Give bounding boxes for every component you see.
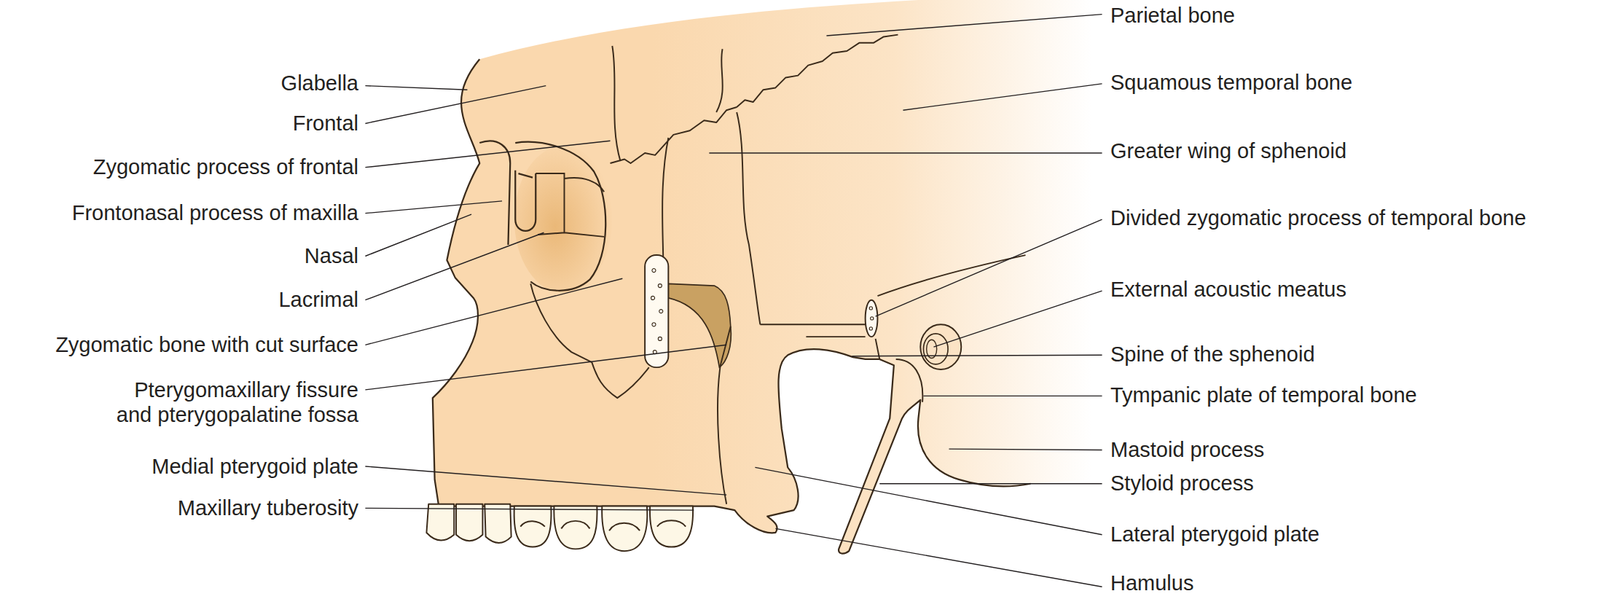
part-label: Nasal xyxy=(304,243,359,269)
part-label: Zygomatic process of frontal xyxy=(93,154,359,180)
tooth xyxy=(456,504,483,541)
zygomatic-cut-surface xyxy=(644,255,669,368)
part-label: External acoustic meatus xyxy=(1110,276,1347,303)
leader-line xyxy=(879,483,1102,484)
zygomatic-arch xyxy=(759,255,1026,360)
skull-body xyxy=(432,0,1093,554)
leader-line xyxy=(365,232,544,300)
leader-line xyxy=(902,83,1102,111)
tooth-cusps xyxy=(520,520,686,531)
leader-line xyxy=(923,395,1102,397)
part-label: Divided zygomatic process of temporal bo… xyxy=(1110,205,1527,231)
orbit-rim xyxy=(479,141,606,291)
lacrimal-ethmoid-outline xyxy=(535,173,605,237)
leader-line xyxy=(365,201,503,214)
skull-fill xyxy=(432,0,1093,554)
part-label: Frontal xyxy=(292,110,359,137)
leader-line xyxy=(826,14,1102,36)
arch-cut-dots xyxy=(869,306,874,331)
tooth xyxy=(649,506,693,548)
leader-line xyxy=(365,85,468,91)
tooth xyxy=(484,504,511,543)
acoustic-meatus-outer xyxy=(920,324,962,370)
part-label: Parietal bone xyxy=(1110,2,1235,29)
leader-lines xyxy=(365,14,1102,588)
part-label: Lacrimal xyxy=(278,287,359,313)
leader-line xyxy=(775,528,1102,587)
part-label: Spine of the sphenoid xyxy=(1110,341,1316,368)
tooth xyxy=(601,506,647,552)
part-label: Mastoid process xyxy=(1110,437,1265,463)
part-label: Lateral pterygoid plate xyxy=(1110,521,1320,548)
leader-line xyxy=(365,214,472,256)
leader-line xyxy=(933,290,1102,347)
nasal-bone-outline xyxy=(515,170,536,231)
part-label: Maxillary tuberosity xyxy=(177,495,359,521)
arch-cut-surface xyxy=(865,300,878,337)
zygomatic-maxilla-lines xyxy=(530,283,649,398)
acoustic-meatus-inner xyxy=(923,333,948,365)
leader-line xyxy=(365,344,727,390)
part-label: Frontonasal process of maxilla xyxy=(72,200,359,226)
part-label: Greater wing of sphenoid xyxy=(1110,138,1347,164)
tooth xyxy=(514,506,552,548)
part-label: Squamous temporal bone xyxy=(1110,69,1353,96)
tympanic-plate xyxy=(896,359,924,403)
leader-line xyxy=(754,467,1102,535)
skull-outline xyxy=(432,59,1031,554)
part-label: Medial pterygoid plate xyxy=(151,453,359,480)
leader-line xyxy=(708,152,1102,154)
part-label: Glabella xyxy=(281,70,359,97)
tooth xyxy=(426,504,454,541)
tooth xyxy=(553,506,597,550)
leader-line xyxy=(365,278,623,345)
part-label: Tympanic plate of temporal bone xyxy=(1110,382,1418,409)
part-label: Pterygomaxillary fissure and pterygopala… xyxy=(103,377,359,429)
leader-line xyxy=(365,466,727,495)
leader-line xyxy=(948,448,1102,450)
part-label: Styloid process xyxy=(1110,470,1254,497)
leader-line xyxy=(365,507,694,511)
zygomatic-cut-dots xyxy=(651,268,664,355)
part-label: Zygomatic bone with cut surface xyxy=(55,332,359,358)
leader-line xyxy=(365,140,610,167)
leader-line xyxy=(365,85,546,124)
leader-line xyxy=(851,354,1102,356)
pterygopalatine-fossa xyxy=(668,283,731,368)
orbit-shading xyxy=(514,145,613,293)
part-label: Hamulus xyxy=(1110,570,1194,596)
pterygoid-lines xyxy=(717,326,731,505)
teeth xyxy=(426,504,693,551)
